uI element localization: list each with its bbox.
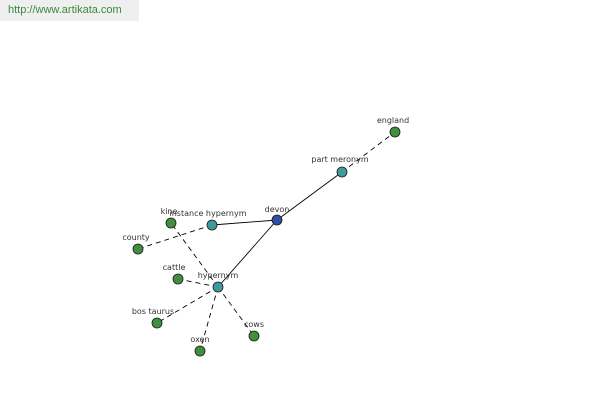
node-label-oxen: oxen <box>190 335 209 344</box>
node-label-cows: cows <box>244 320 264 329</box>
node-hypernym[interactable] <box>212 281 224 293</box>
node-county[interactable] <box>132 243 144 255</box>
edge-devon-to-instance-hypernym <box>211 219 278 226</box>
node-part-meronym[interactable] <box>336 166 348 178</box>
node-label-part-meronym: part meronym <box>311 155 368 164</box>
edge-part-meronym-to-england <box>341 131 396 173</box>
edge-hypernym-to-cattle <box>177 278 219 288</box>
site-url-link[interactable]: http://www.artikata.com <box>8 4 122 16</box>
edge-hypernym-to-bos-taurus <box>156 286 219 324</box>
node-king[interactable] <box>165 217 177 229</box>
graph-edges <box>137 131 396 352</box>
node-label-england: england <box>377 116 409 125</box>
edge-instance-hypernym-to-county <box>137 224 213 250</box>
node-cows[interactable] <box>248 330 260 342</box>
node-oxen[interactable] <box>194 345 206 357</box>
edge-hypernym-to-oxen <box>199 286 219 352</box>
node-label-instance-hypernym: instance hypernym <box>170 209 247 218</box>
node-england[interactable] <box>389 126 401 138</box>
node-label-bos-taurus: bos taurus <box>132 307 174 316</box>
node-label-cattle: cattle <box>163 263 186 272</box>
node-label-hypernym: hypernym <box>198 271 239 280</box>
graph-nodes <box>132 126 401 357</box>
url-banner: http://www.artikata.com <box>0 0 139 21</box>
node-bos-taurus[interactable] <box>151 317 163 329</box>
node-devon[interactable] <box>271 214 283 226</box>
graph-labels: devon part meronym england instance hyperny… <box>122 116 409 344</box>
node-label-devon: devon <box>265 205 290 214</box>
node-instance-hypernym[interactable] <box>206 219 218 231</box>
node-label-king: kine <box>161 207 178 216</box>
edge-devon-to-part-meronym <box>276 171 343 221</box>
node-cattle[interactable] <box>172 273 184 285</box>
edge-hypernym-to-king <box>170 222 219 288</box>
node-label-county: county <box>122 233 150 242</box>
edge-hypernym-to-cows <box>217 286 255 337</box>
edge-devon-to-hypernym <box>217 219 278 288</box>
